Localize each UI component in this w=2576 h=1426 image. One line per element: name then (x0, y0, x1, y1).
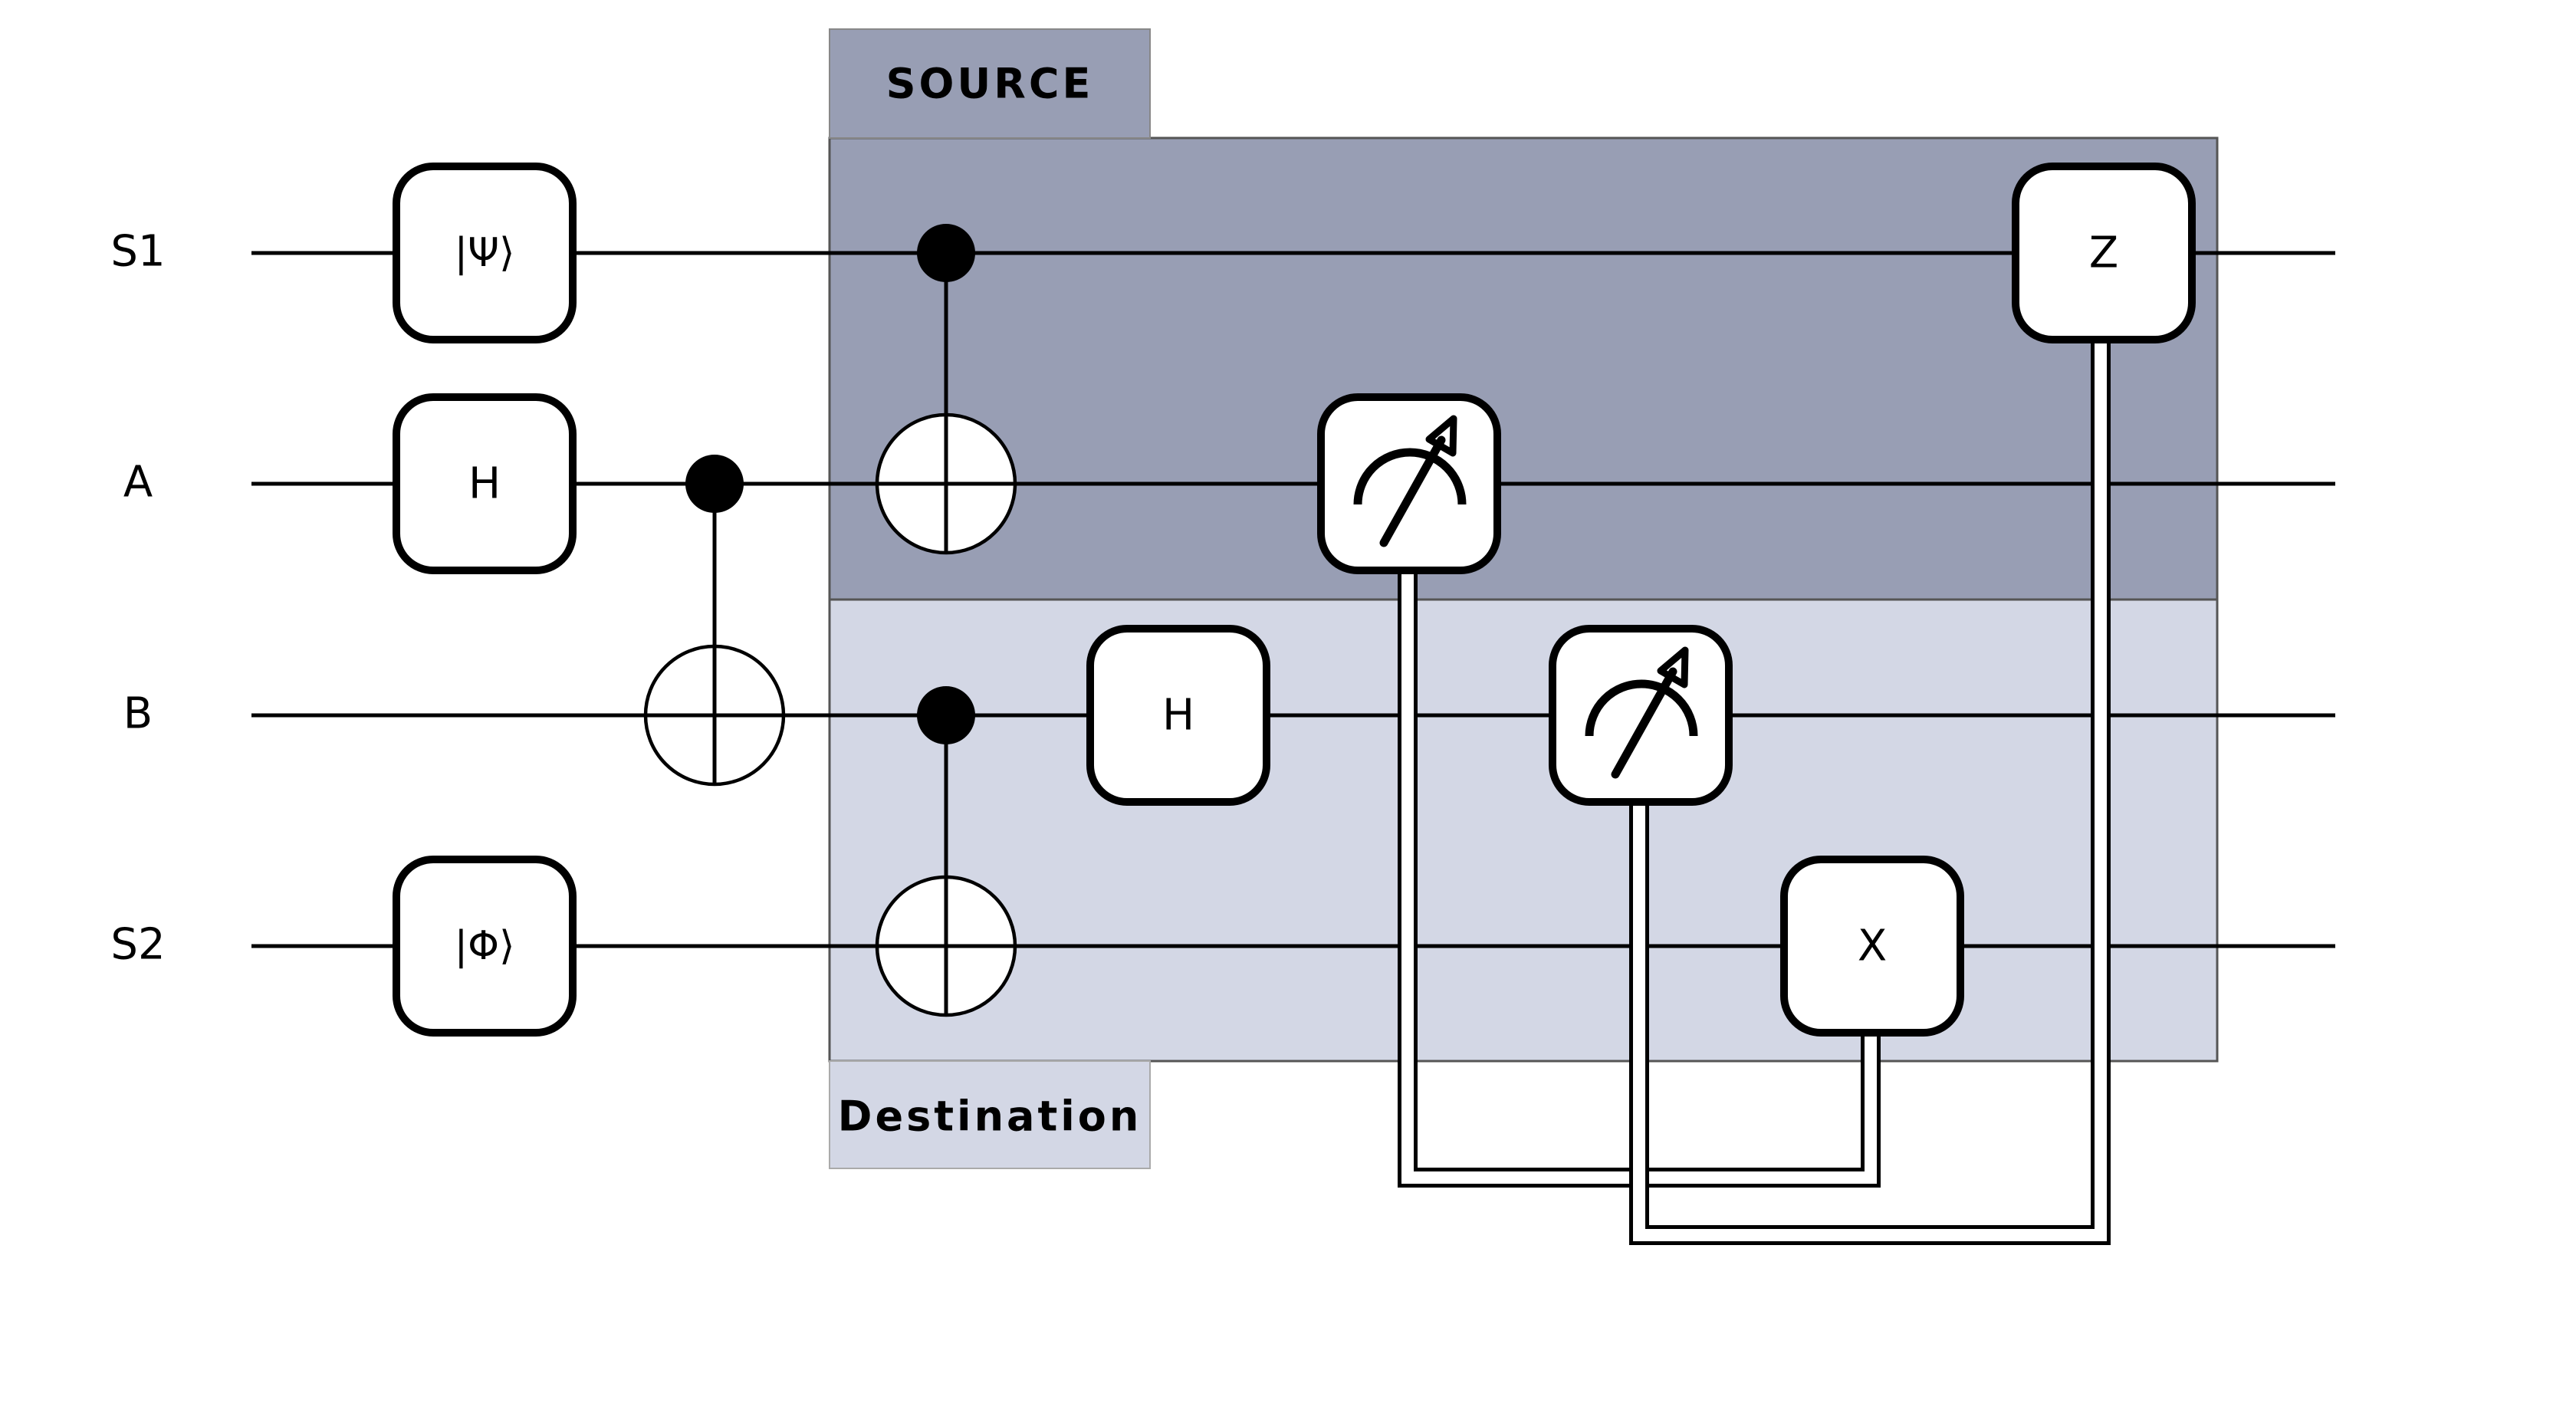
gate-z: Z (2012, 163, 2196, 343)
gate-phi-label: |Φ⟩ (455, 923, 515, 969)
qubit-label-s1: S1 (110, 227, 165, 277)
gate-phi: |Φ⟩ (393, 856, 577, 1037)
qubit-label-a: A (123, 458, 153, 508)
gate-h-b-label: H (1162, 691, 1194, 741)
measurement-a (1317, 393, 1501, 574)
classical-wire-b-to-z (1629, 337, 2111, 1245)
destination-tab-label: Destination (838, 1092, 1142, 1141)
cnot-a-b (643, 455, 786, 787)
gate-h-a: H (393, 393, 577, 574)
cnot-b-s2 (875, 686, 1017, 1017)
measurement-b (1549, 625, 1733, 806)
qubit-label-b: B (123, 689, 153, 739)
control-dot (917, 686, 975, 744)
meter-icon (1353, 415, 1467, 547)
gate-z-label: Z (2089, 228, 2118, 278)
source-tab (829, 28, 1151, 139)
control-dot (917, 224, 975, 282)
gate-x-label: X (1858, 922, 1887, 971)
gate-h-b: H (1086, 625, 1270, 806)
source-tab-label: SOURCE (886, 60, 1094, 108)
control-dot (685, 455, 744, 513)
cnot-s1-a (875, 224, 1017, 555)
gate-psi: |Ψ⟩ (393, 163, 577, 343)
meter-icon (1585, 646, 1698, 779)
qubit-label-s2: S2 (110, 920, 165, 970)
destination-region (828, 598, 2219, 1063)
gate-x: X (1780, 856, 1964, 1037)
gate-h-a-label: H (468, 459, 501, 509)
destination-tab (829, 1060, 1151, 1169)
source-region (828, 136, 2219, 601)
gate-psi-label: |Ψ⟩ (455, 230, 515, 276)
